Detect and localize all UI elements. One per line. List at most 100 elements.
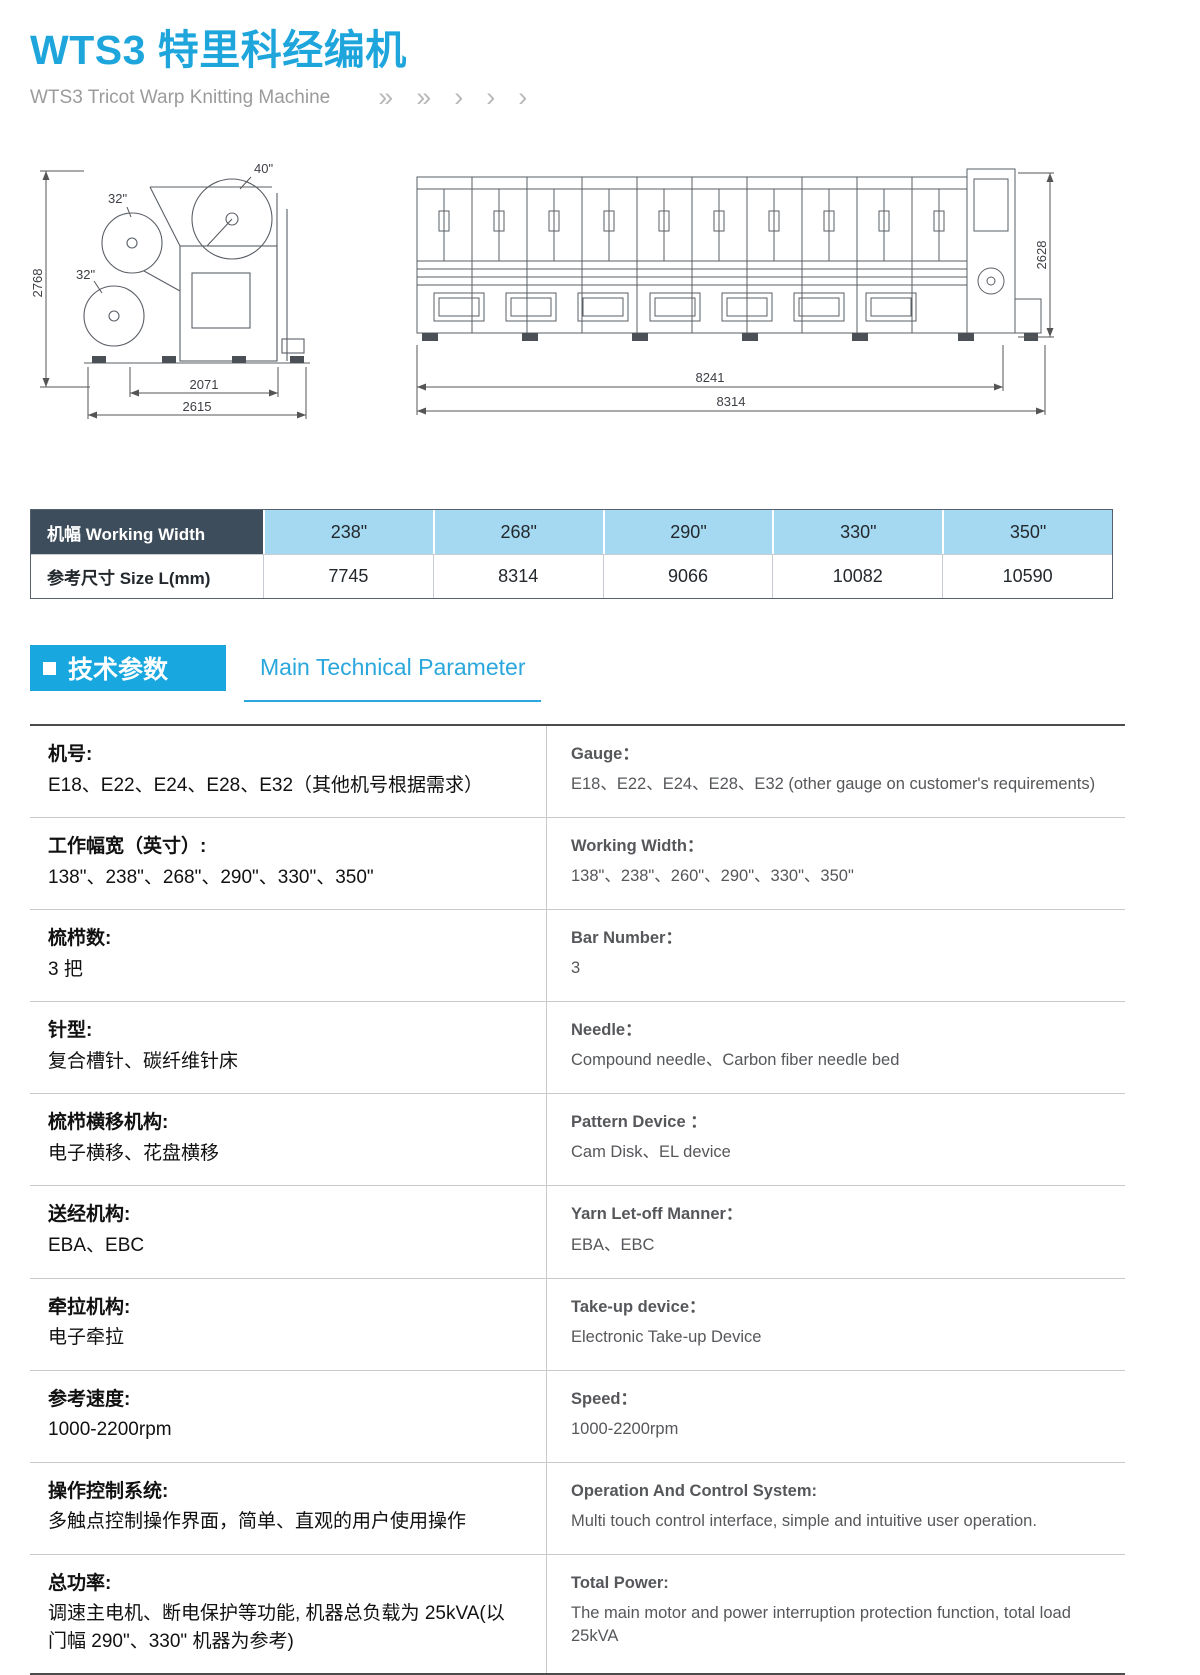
spec-cn-value: 电子牵拉 bbox=[48, 1327, 125, 1349]
spec-en-label: Needle： bbox=[571, 1021, 642, 1040]
spec-row-total-power: 总功率: 调速主电机、断电保护等功能, 机器总负载为 25kVA(以门幅 290… bbox=[30, 1554, 1125, 1674]
size-value-cell: 10590 bbox=[942, 554, 1112, 598]
page-title: WTS3 特里科经编机 bbox=[30, 27, 407, 73]
spec-cn-cell: 总功率: 调速主电机、断电保护等功能, 机器总负载为 25kVA(以门幅 290… bbox=[30, 1555, 546, 1674]
spec-cn-label: 机号: bbox=[48, 744, 93, 765]
spec-en-value: EBA、EBC bbox=[571, 1235, 655, 1254]
front-view-machine-outline bbox=[416, 168, 1042, 334]
spec-cn-value: EBA、EBC bbox=[48, 1235, 145, 1257]
spec-cn-cell: 工作幅宽（英寸）: 138"、238"、268"、290"、330"、350" bbox=[30, 818, 546, 909]
spec-cn-value: 电子横移、花盘横移 bbox=[48, 1142, 220, 1164]
section-header: 技术参数 Main Technical Parameter bbox=[30, 645, 1170, 702]
beam-top-label: 40" bbox=[254, 161, 273, 176]
spec-en-cell: Total Power: The main motor and power in… bbox=[546, 1554, 1125, 1674]
chevron-right-icon: › bbox=[518, 82, 527, 112]
side-view-dimension-arrows bbox=[42, 171, 306, 419]
spec-en-value: E18、E22、E24、E28、E32 (other gauge on cust… bbox=[571, 775, 1096, 794]
size-value-cell: 10082 bbox=[772, 554, 943, 598]
side-width-inner-dim-label: 2071 bbox=[190, 377, 219, 392]
spec-en-label: Pattern Device ： bbox=[571, 1113, 707, 1132]
side-view-machine-outline bbox=[83, 178, 310, 364]
spec-en-value: Electronic Take-up Device bbox=[571, 1327, 762, 1346]
section-badge: 技术参数 bbox=[30, 645, 226, 691]
working-width-table: 机幅 Working Width 238" 268" 290" 330" 350… bbox=[30, 509, 1113, 599]
machine-side-view-drawing: 2768 2071 2615 40" 32" 32" bbox=[32, 161, 310, 419]
spec-cn-cell: 参考速度: 1000-2200rpm bbox=[30, 1371, 546, 1462]
spec-en-value: 138"、238"、260"、290"、330"、350" bbox=[571, 867, 854, 886]
front-height-dim-label: 2628 bbox=[1034, 241, 1049, 270]
spec-cn-value: 138"、238"、268"、290"、330"、350" bbox=[48, 866, 374, 888]
section-title-en-text: Main Technical Parameter bbox=[260, 654, 526, 680]
spec-cn-label: 牵拉机构: bbox=[48, 1296, 131, 1318]
front-width-inner-dim-label: 8241 bbox=[696, 370, 725, 385]
page-subtitle: WTS3 Tricot Warp Knitting Machine bbox=[30, 86, 331, 108]
side-width-outer-dim-label: 2615 bbox=[183, 399, 212, 414]
spec-row-pattern-device: 梳栉横移机构: 电子横移、花盘横移 Pattern Device ： Cam D… bbox=[30, 1094, 1125, 1187]
beam-lower-label: 32" bbox=[76, 267, 95, 282]
spec-row-bar-number: 梳栉数: 3 把 Bar Number： 3 bbox=[30, 910, 1125, 1003]
spec-cn-value: 1000-2200rpm bbox=[48, 1419, 172, 1441]
spec-en-cell: Operation And Control System: Multi touc… bbox=[546, 1462, 1125, 1554]
spec-row-control-system: 操作控制系统: 多触点控制操作界面，简单、直观的用户使用操作 Operation… bbox=[30, 1462, 1125, 1555]
width-column-header: 290" bbox=[602, 510, 773, 554]
spec-en-label: Bar Number： bbox=[571, 929, 682, 948]
spec-cn-label: 针型: bbox=[48, 1020, 93, 1042]
page-header: WTS3 特里科经编机 WTS3 Tricot Warp Knitting Ma… bbox=[30, 16, 1170, 111]
side-view-dimension-lines bbox=[40, 170, 307, 419]
spec-cn-label: 梳栉横移机构: bbox=[48, 1112, 169, 1134]
width-column-header: 238" bbox=[263, 510, 433, 554]
spec-cn-cell: 机号: E18、E22、E24、E28、E32（其他机号根据需求） bbox=[30, 726, 546, 817]
spec-table: 机号: E18、E22、E24、E28、E32（其他机号根据需求） Gauge：… bbox=[30, 724, 1125, 1675]
front-view-dimension-labels: 2628 8241 8314 bbox=[696, 241, 1049, 409]
size-value-cell: 8314 bbox=[432, 554, 603, 598]
spec-row-take-up: 牵拉机构: 电子牵拉 Take-up device： Electronic Ta… bbox=[30, 1278, 1125, 1371]
spec-en-label: Yarn Let-off Manner： bbox=[571, 1205, 743, 1224]
section-title-en: Main Technical Parameter bbox=[244, 645, 542, 702]
spec-en-label: Total Power: bbox=[571, 1573, 669, 1592]
subtitle-row: WTS3 Tricot Warp Knitting Machine ›› ›› … bbox=[30, 84, 1170, 111]
spec-cn-cell: 梳栉数: 3 把 bbox=[30, 910, 546, 1001]
spec-en-cell: Speed： 1000-2200rpm bbox=[546, 1370, 1125, 1462]
chevron-decoration: ›› ›› › › › bbox=[378, 82, 527, 112]
spec-row-gauge: 机号: E18、E22、E24、E28、E32（其他机号根据需求） Gauge：… bbox=[30, 726, 1125, 819]
side-height-dim-label: 2768 bbox=[32, 269, 45, 298]
spec-en-cell: Needle： Compound needle、Carbon fiber nee… bbox=[546, 1002, 1125, 1094]
spec-cn-label: 工作幅宽（英寸）: bbox=[48, 836, 207, 858]
spec-cn-value: E18、E22、E24、E28、E32（其他机号根据需求） bbox=[48, 774, 484, 796]
spec-en-cell: Yarn Let-off Manner： EBA、EBC bbox=[546, 1186, 1125, 1278]
spec-cn-value: 调速主电机、断电保护等功能, 机器总负载为 25kVA(以门幅 290"、330… bbox=[48, 1603, 505, 1652]
spec-cn-cell: 送经机构: EBA、EBC bbox=[30, 1186, 546, 1277]
spec-cn-label: 操作控制系统: bbox=[48, 1480, 169, 1502]
spec-en-value: Multi touch control interface, simple an… bbox=[571, 1511, 1037, 1530]
size-value-cell: 9066 bbox=[602, 554, 773, 598]
spec-en-label: Gauge： bbox=[571, 745, 639, 763]
spec-cn-label: 梳栉数: bbox=[48, 928, 112, 950]
width-table-header-row: 机幅 Working Width 238" 268" 290" 330" 350… bbox=[31, 510, 1112, 554]
width-column-header: 350" bbox=[942, 510, 1112, 554]
spec-cn-cell: 梳栉横移机构: 电子横移、花盘横移 bbox=[30, 1094, 546, 1185]
spec-cn-value: 复合槽针、碳纤维针床 bbox=[48, 1050, 239, 1072]
width-table-header-label: 机幅 Working Width bbox=[31, 510, 263, 554]
spec-en-cell: Gauge： E18、E22、E24、E28、E32 (other gauge … bbox=[546, 726, 1125, 818]
spec-en-value: 3 bbox=[571, 959, 581, 978]
side-view-feet bbox=[92, 356, 304, 363]
spec-cn-value: 多触点控制操作界面，简单、直观的用户使用操作 bbox=[48, 1511, 467, 1533]
spec-cn-label: 参考速度: bbox=[48, 1388, 131, 1410]
width-column-header: 268" bbox=[432, 510, 603, 554]
chevron-right-icon: › bbox=[486, 82, 495, 112]
spec-en-label: Working Width： bbox=[571, 837, 704, 856]
front-view-feet bbox=[422, 333, 1038, 341]
spec-cn-label: 送经机构: bbox=[48, 1204, 131, 1226]
front-view-dimension-arrows bbox=[417, 173, 1054, 415]
spec-cn-cell: 操作控制系统: 多触点控制操作界面，简单、直观的用户使用操作 bbox=[30, 1463, 546, 1554]
spec-row-speed: 参考速度: 1000-2200rpm Speed： 1000-2200rpm bbox=[30, 1370, 1125, 1463]
spec-en-cell: Pattern Device ： Cam Disk、EL device bbox=[546, 1094, 1125, 1186]
spec-en-cell: Take-up device： Electronic Take-up Devic… bbox=[546, 1278, 1125, 1370]
width-table-size-row: 参考尺寸 Size L(mm) 7745 8314 9066 10082 105… bbox=[31, 554, 1112, 598]
spec-row-working-width: 工作幅宽（英寸）: 138"、238"、268"、290"、330"、350" … bbox=[30, 818, 1125, 911]
chevron-right-icon: ›› bbox=[378, 82, 393, 112]
spec-cn-label: 总功率: bbox=[48, 1572, 112, 1594]
spec-cn-cell: 针型: 复合槽针、碳纤维针床 bbox=[30, 1002, 546, 1093]
machine-front-view-drawing: 2628 8241 8314 bbox=[416, 168, 1054, 415]
